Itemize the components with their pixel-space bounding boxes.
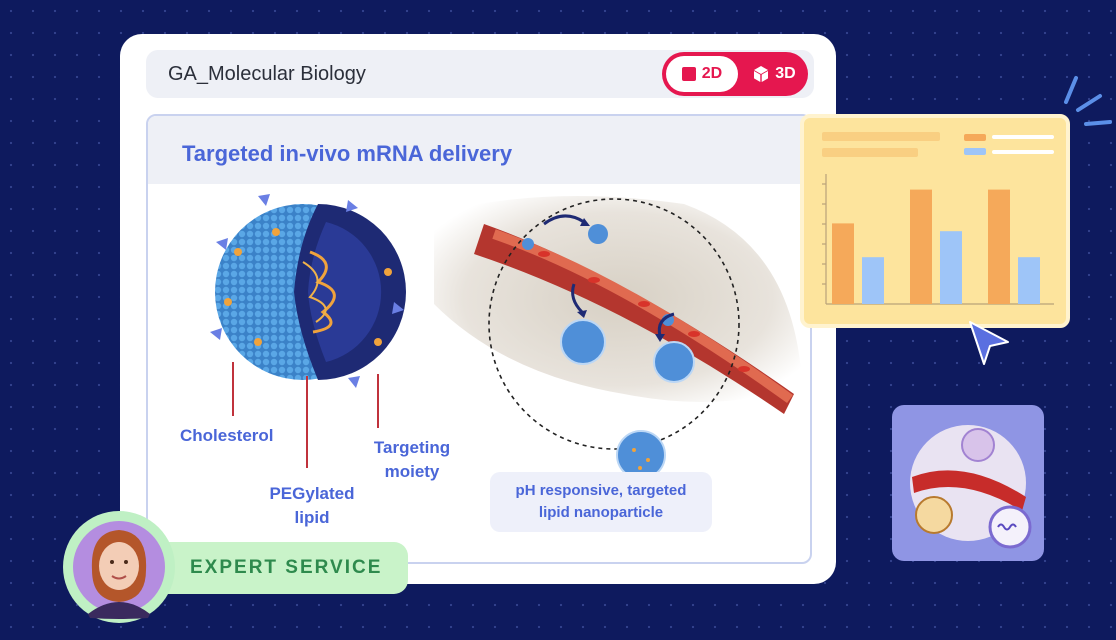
tissue-nanoparticle-thumbnail [910, 425, 1032, 549]
bar [940, 231, 962, 304]
label-targeting-line1: Targeting [373, 438, 451, 457]
illustration-thumbnail-card[interactable] [892, 405, 1044, 561]
main-card: GA_Molecular Biology 2D 3D Targeted in-v… [120, 34, 836, 584]
cube-icon [754, 66, 769, 82]
square-icon [681, 67, 696, 81]
lipid-nanoparticle-illustration [210, 194, 406, 388]
legend-swatch-blue [964, 148, 986, 155]
chart-placeholder-line [822, 148, 918, 157]
bar [1018, 257, 1040, 304]
toggle-2d-label: 2D [701, 65, 723, 82]
label-cholesterol: Cholesterol [180, 426, 274, 445]
caption-line2: lipid nanoparticle [538, 504, 664, 521]
label-pegylated-lipid: PEGylated lipid [262, 482, 362, 530]
label-targeting-line2: moiety [384, 462, 440, 481]
app-title: GA_Molecular Biology [168, 63, 366, 85]
toggle-3d-label: 3D [775, 65, 796, 82]
chart-placeholder-line [822, 132, 940, 141]
toggle-2d-button[interactable]: 2D [666, 56, 738, 92]
label-pegylated-line1: PEGylated [269, 484, 355, 503]
cursor-icon [969, 321, 1009, 365]
cholesterol-pointer [232, 362, 234, 416]
blood-vessel-illustration [434, 196, 802, 450]
small-nanoparticle-illustration [616, 430, 666, 476]
caption-line1: pH responsive, targeted [515, 482, 687, 499]
expert-service-badge[interactable]: EXPERT SERVICE [152, 542, 408, 594]
bar [910, 189, 932, 304]
nanoparticle-caption: pH responsive, targeted lipid nanopartic… [490, 472, 712, 532]
legend-line [992, 135, 1054, 139]
view-toggle: 2D 3D [662, 52, 808, 96]
figure-title: Targeted in-vivo mRNA delivery [182, 141, 513, 166]
bar [988, 189, 1010, 304]
label-pegylated-line2: lipid [294, 508, 330, 527]
title-bar: GA_Molecular Biology 2D 3D [146, 50, 814, 98]
figure-panel: Targeted in-vivo mRNA delivery [146, 114, 812, 564]
sparkle-lines-icon [1064, 76, 1112, 126]
expert-portrait [63, 511, 175, 623]
expert-avatar [62, 510, 176, 624]
bar-chart-card [800, 114, 1070, 328]
expert-service-label: EXPERT SERVICE [190, 557, 383, 578]
legend-swatch-orange [964, 134, 986, 141]
bar [832, 223, 854, 304]
targeting-pointer [377, 374, 379, 428]
label-targeting-moiety: Targeting moiety [362, 436, 462, 484]
pegylated-pointer [306, 376, 308, 468]
bar [862, 257, 884, 304]
toggle-3d-button[interactable]: 3D [744, 56, 804, 92]
mini-bar-chart [822, 174, 1054, 305]
legend-line [992, 150, 1054, 154]
figure-header: Targeted in-vivo mRNA delivery [148, 116, 810, 184]
